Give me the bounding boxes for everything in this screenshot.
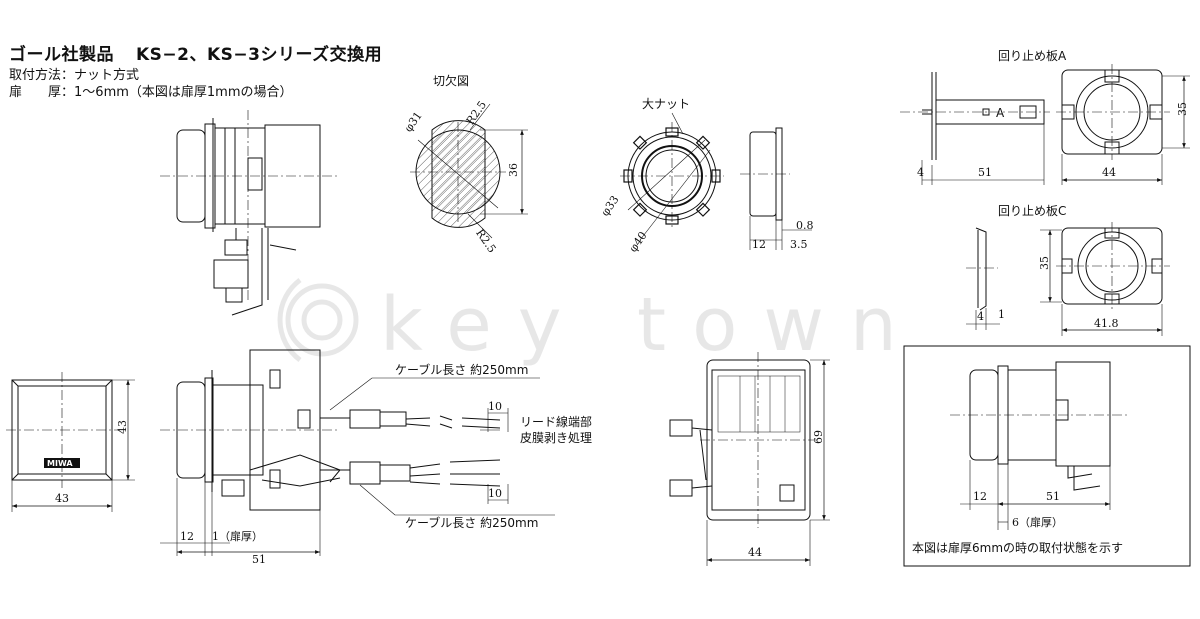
lead-wire-label-1: リード線端部 bbox=[520, 414, 592, 429]
plate-c-view: 回り止め板C 4 1 41.8 35 bbox=[966, 204, 1170, 336]
title-series: KS−2、KS−3シリーズ交換用 bbox=[136, 45, 383, 65]
door-thickness-1: 1（扉厚） bbox=[212, 530, 263, 543]
cutout-label: 切欠図 bbox=[433, 73, 469, 88]
lead-wire-label-2: 皮膜剥き処理 bbox=[520, 431, 592, 445]
dim-1-c: 1 bbox=[998, 308, 1005, 321]
door-thickness: 扉 厚：1〜6mm（本図は扉厚1mmの場合） bbox=[9, 81, 293, 100]
dim-12-box: 12 bbox=[973, 490, 987, 503]
door-label: 扉 bbox=[9, 85, 23, 100]
plate-a-label: 回り止め板A bbox=[998, 49, 1067, 63]
dim-44-rear: 44 bbox=[748, 546, 762, 559]
plate-a-letter: A bbox=[996, 106, 1005, 120]
install-method: 取付方法：ナット方式 bbox=[9, 64, 139, 83]
front-view: MIWA 43 43 bbox=[6, 372, 135, 512]
rear-view: 69 44 bbox=[669, 352, 830, 566]
dim-r25-bottom: R2.5 bbox=[473, 227, 498, 256]
page-title: ゴール社製品 KS−2、KS−3シリーズ交換用 bbox=[9, 40, 382, 65]
plate-c-label: 回り止め板C bbox=[998, 204, 1066, 218]
dim-43-h: 43 bbox=[116, 420, 129, 434]
dim-12-nut: 12 bbox=[752, 238, 766, 251]
dim-418: 41.8 bbox=[1094, 317, 1119, 330]
install-value: ナット方式 bbox=[74, 68, 140, 83]
dim-51-a: 51 bbox=[978, 166, 992, 179]
dim-44-a: 44 bbox=[1102, 166, 1116, 179]
dim-phi40: φ40 bbox=[626, 229, 649, 254]
dim-4-c: 4 bbox=[977, 310, 984, 323]
install-label: 取付方法： bbox=[9, 68, 75, 83]
dim-r25-top: R2.5 bbox=[464, 98, 489, 127]
door-thickness-6: 6（扉厚） bbox=[1012, 516, 1063, 529]
dim-69: 69 bbox=[812, 430, 825, 444]
door-label2: 厚： bbox=[48, 85, 75, 100]
dim-phi31: φ31 bbox=[402, 109, 425, 134]
cutout-view: 切欠図 36 φ31 R2.5 R2.5 bbox=[402, 73, 528, 255]
dim-phi33: φ33 bbox=[598, 193, 621, 218]
watermark-text: key town bbox=[380, 282, 923, 368]
side-view-main: 10 10 ケーブル長さ 約250mm リード線端部 皮膜剥き処理 ケーブル長さ… bbox=[160, 349, 592, 566]
dim-35-nut: 3.5 bbox=[790, 238, 808, 251]
dim-35-a: 35 bbox=[1176, 102, 1189, 116]
dim-4-a: 4 bbox=[917, 166, 924, 179]
dim-10-b: 10 bbox=[488, 487, 502, 500]
cable-length-2: ケーブル長さ 約250mm bbox=[405, 515, 538, 530]
note-box: 12 51 6（扉厚） 本図は扉厚6mmの時の取付状態を示す bbox=[903, 345, 1191, 567]
dim-51-main: 51 bbox=[252, 553, 266, 566]
title-main: ゴール社製品 bbox=[9, 45, 114, 65]
dim-12-main: 12 bbox=[180, 530, 194, 543]
dim-08: 0.8 bbox=[796, 219, 814, 232]
mounting-note: 本図は扉厚6mmの時の取付状態を示す bbox=[912, 540, 1123, 555]
dim-10-a: 10 bbox=[488, 400, 502, 413]
dim-35-c: 35 bbox=[1038, 256, 1051, 270]
miwa-logo-icon: MIWA bbox=[44, 458, 80, 468]
big-nut-view: 大ナット φ33 φ40 bbox=[598, 97, 724, 255]
plate-a-view: 回り止め板A A 4 51 44 35 bbox=[900, 49, 1190, 185]
watermark: key town bbox=[277, 278, 923, 368]
side-view-top bbox=[160, 110, 340, 316]
dim-36: 36 bbox=[507, 163, 520, 177]
dim-43-w: 43 bbox=[55, 492, 69, 505]
dim-51-box: 51 bbox=[1046, 490, 1060, 503]
nut-side-view: 12 3.5 0.8 bbox=[740, 127, 814, 251]
cable-length-1: ケーブル長さ 約250mm bbox=[395, 362, 528, 377]
brand-logo-text: MIWA bbox=[47, 459, 73, 468]
big-nut-label: 大ナット bbox=[642, 97, 690, 111]
key-town-logo-icon bbox=[277, 278, 359, 362]
door-value: 1〜6mm（本図は扉厚1mmの場合） bbox=[74, 85, 293, 100]
